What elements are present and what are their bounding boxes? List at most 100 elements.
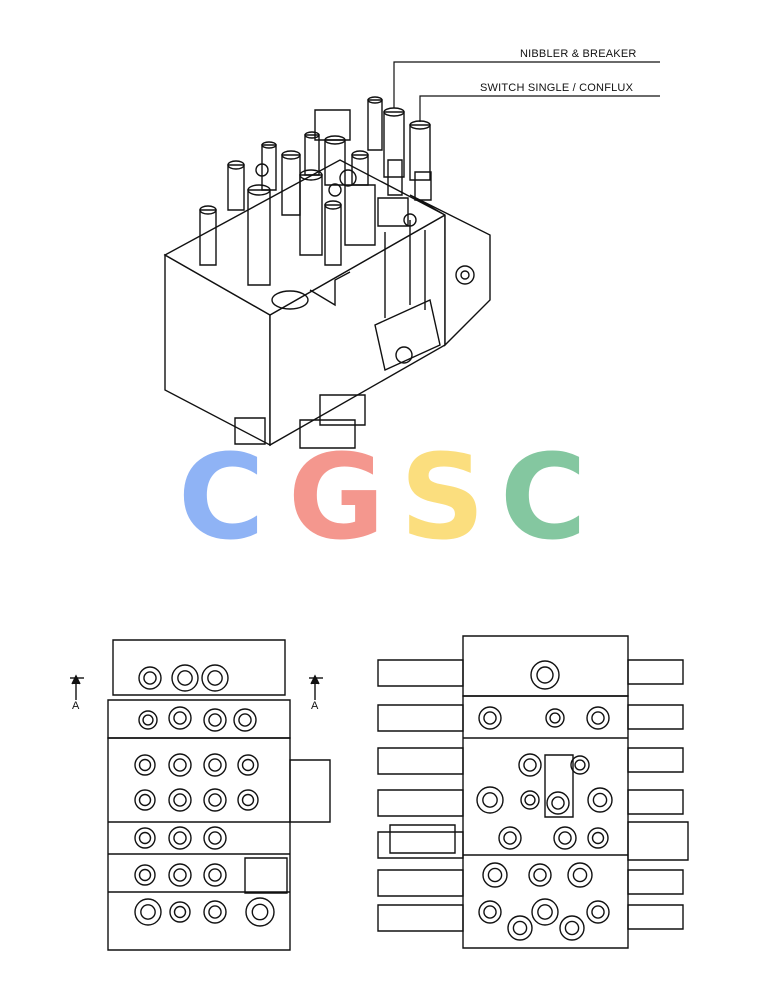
port-ring <box>587 901 609 923</box>
port-ring <box>135 790 155 810</box>
spool-ends <box>378 660 683 931</box>
port-ring <box>204 754 226 776</box>
bottom-lug <box>235 418 265 444</box>
switch-leader <box>420 96 660 122</box>
port-ring <box>234 709 256 731</box>
port-ring <box>141 905 155 919</box>
port-ring <box>239 714 251 726</box>
top-port <box>272 291 308 309</box>
port-ring <box>552 797 564 809</box>
port-ring <box>592 712 604 724</box>
port-ring <box>209 714 221 726</box>
port-ring <box>204 901 226 923</box>
port-ring <box>174 869 186 881</box>
port-ring <box>208 671 222 685</box>
port-ring <box>568 863 592 887</box>
port-ring <box>550 713 560 723</box>
port-ring <box>209 794 221 806</box>
port-ring <box>593 793 606 806</box>
port-ring <box>479 901 501 923</box>
spool-end-right <box>628 790 683 814</box>
port-ring <box>139 711 157 729</box>
port-ring <box>573 868 586 881</box>
side-boss <box>290 760 330 822</box>
port-ring <box>204 789 226 811</box>
port-ring <box>209 906 221 918</box>
bottom-lug <box>300 420 355 448</box>
port-ring <box>174 759 186 771</box>
end-plate <box>410 195 490 345</box>
port-ring <box>202 665 228 691</box>
port-ring <box>519 754 541 776</box>
port-ring <box>135 828 155 848</box>
port-ring <box>204 864 226 886</box>
side-plug <box>396 347 412 363</box>
port-ring <box>135 899 161 925</box>
watermark-letter-c2: C <box>500 428 587 566</box>
port-ring <box>144 672 156 684</box>
section-mark-right: A <box>311 700 319 712</box>
port-ring <box>170 902 190 922</box>
port-ring <box>508 916 532 940</box>
watermark-letter-g: G <box>288 428 385 566</box>
port-ring <box>538 905 552 919</box>
port-ring <box>484 906 496 918</box>
port-ring <box>592 906 604 918</box>
port-ring <box>209 832 221 844</box>
port-ring <box>169 707 191 729</box>
port-ring <box>209 869 221 881</box>
spool-end-left <box>378 748 463 774</box>
port-ring <box>140 795 151 806</box>
bottom-lug <box>320 395 365 425</box>
port-ring <box>560 916 584 940</box>
spool-end-left <box>378 832 463 858</box>
port-ring <box>593 833 604 844</box>
port-ring <box>565 921 578 934</box>
port-ring <box>140 870 151 881</box>
port-ring <box>140 760 151 771</box>
nibbler-leader <box>394 62 660 108</box>
port-ring <box>483 793 497 807</box>
port-ring <box>169 864 191 886</box>
port-ring <box>238 755 258 775</box>
spool-end-left <box>378 905 463 931</box>
spool-end-left <box>378 705 463 731</box>
section-mark-left: A <box>72 700 80 712</box>
port-ring <box>588 788 612 812</box>
port-ring <box>559 832 571 844</box>
port-ring <box>243 795 254 806</box>
port-ring <box>513 921 526 934</box>
port-ring <box>483 863 507 887</box>
spool-end-left <box>378 790 463 816</box>
port-ring <box>479 707 501 729</box>
port-ring <box>174 832 186 844</box>
port-ring <box>140 833 151 844</box>
port-ring <box>252 904 267 919</box>
spool-end-left <box>378 870 463 896</box>
port-ring <box>477 787 503 813</box>
port-ring <box>209 759 221 771</box>
spool-end-right <box>628 660 683 684</box>
port-ring <box>534 869 546 881</box>
port-ring <box>135 865 155 885</box>
port-ring <box>204 827 226 849</box>
port-ring <box>521 791 539 809</box>
spool-end-right <box>628 705 683 729</box>
port-ring <box>499 827 521 849</box>
port-ring <box>524 759 536 771</box>
port-ring <box>504 832 516 844</box>
watermark: C G S C <box>178 438 598 558</box>
port-ring <box>169 789 191 811</box>
side-block <box>375 300 440 370</box>
right-top-cover <box>463 636 628 696</box>
port-ring <box>554 827 576 849</box>
port-ring <box>525 795 535 805</box>
port-circles-left <box>135 665 274 926</box>
port-ring <box>571 756 589 774</box>
port-ring <box>172 665 198 691</box>
port-ring <box>484 712 496 724</box>
